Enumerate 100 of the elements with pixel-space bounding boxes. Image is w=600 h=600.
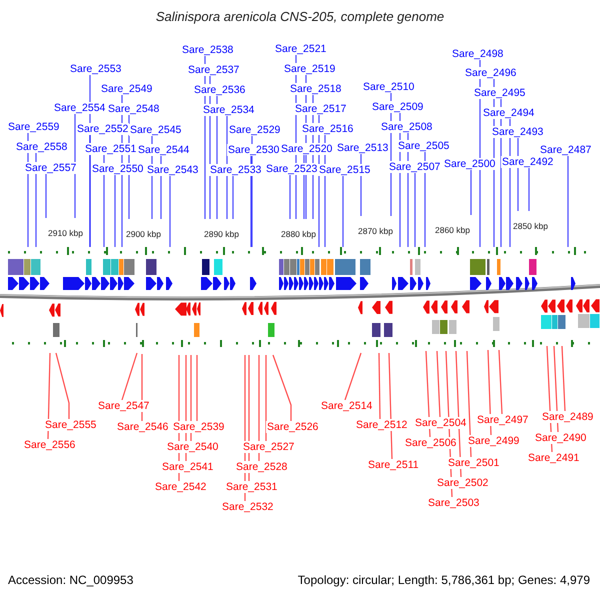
gene-label: Sare_2519 — [283, 63, 336, 75]
scale-label: 2880 kbp — [281, 229, 316, 239]
gene-label: Sare_2530 — [227, 144, 280, 156]
gene-label: Sare_2492 — [501, 156, 554, 168]
gene-label: Sare_2490 — [534, 432, 588, 444]
gene-label: Sare_2552 — [76, 123, 130, 135]
leader-line — [45, 174, 47, 218]
gene-label: Sare_2527 — [242, 441, 296, 453]
leader-line — [425, 350, 431, 438]
leader-line — [378, 353, 381, 420]
leader-line — [436, 350, 441, 418]
gene-label: Sare_2558 — [15, 141, 68, 153]
leader-line — [258, 355, 260, 462]
leader-line — [35, 153, 37, 247]
gene-label: Sare_2517 — [294, 103, 348, 115]
gene-label: Sare_2523 — [265, 163, 318, 175]
leader-line — [74, 114, 76, 218]
leader-line — [121, 352, 138, 401]
leader-line — [103, 155, 105, 247]
gene-label: Sare_2559 — [7, 121, 60, 133]
leader-line — [250, 156, 252, 247]
gene-label: Sare_2549 — [100, 83, 154, 95]
leader-line — [169, 176, 171, 247]
leader-line — [424, 152, 426, 247]
scale-label: 2890 kbp — [204, 229, 239, 239]
gene-label: Sare_2543 — [146, 164, 200, 176]
gene-label: Sare_2507 — [388, 161, 442, 173]
leader-line — [89, 135, 91, 247]
scale-label: 2850 kbp — [513, 221, 548, 231]
leader-line — [190, 355, 192, 442]
gene-label: Sare_2516 — [301, 123, 354, 135]
gene-label: Sare_2515 — [318, 164, 372, 176]
gene-label: Sare_2526 — [266, 421, 320, 433]
gene-label: Sare_2504 — [414, 417, 468, 429]
gene-label: Sare_2538 — [181, 44, 234, 56]
gene-label: Sare_2534 — [202, 104, 256, 116]
leader-line — [114, 175, 116, 247]
gene-label: Sare_2509 — [371, 101, 424, 113]
gene-label: Sare_2529 — [228, 124, 282, 136]
leader-line — [232, 176, 234, 219]
gene-label: Sare_2555 — [44, 419, 98, 431]
gene-label: Sare_2501 — [447, 457, 500, 469]
gene-label: Sare_2528 — [235, 461, 288, 473]
gene-label: Sare_2551 — [84, 143, 138, 155]
gene-label: Sare_2541 — [161, 461, 214, 473]
gene-label: Sare_2491 — [527, 452, 580, 464]
gene-label: Sare_2544 — [137, 144, 190, 156]
scale-label: 2860 kbp — [435, 225, 470, 235]
gene-label: Sare_2556 — [23, 439, 76, 451]
gene-label: Sare_2542 — [154, 481, 208, 493]
leader-line — [55, 352, 70, 420]
gene-label: Sare_2503 — [427, 497, 480, 509]
gene-label: Sare_2508 — [380, 121, 434, 133]
gene-label: Sare_2493 — [491, 126, 544, 138]
gene-label: Sare_2499 — [467, 435, 520, 447]
gene-label: Sare_2505 — [397, 140, 450, 152]
leader-line — [466, 350, 472, 458]
leader-line — [226, 116, 228, 219]
gene-label: Sare_2539 — [172, 421, 226, 433]
gene-label: Sare_2521 — [274, 43, 328, 55]
leader-line — [265, 355, 267, 442]
gene-label: Sare_2496 — [464, 67, 518, 79]
gene-label: Sare_2513 — [336, 142, 390, 154]
gene-label: Sare_2512 — [355, 419, 408, 431]
gene-label: Sare_2511 — [367, 459, 420, 471]
gene-label: Sare_2531 — [225, 481, 278, 493]
gene-label: Sare_2550 — [91, 163, 144, 175]
leader-line — [196, 355, 198, 422]
gene-label: Sare_2537 — [187, 64, 240, 76]
gene-label: Sare_2557 — [24, 162, 78, 174]
gene-label: Sare_2546 — [116, 421, 170, 433]
leader-line — [528, 168, 530, 211]
leader-line — [289, 175, 291, 219]
map-title: Salinispora arenicola CNS-205, complete genome — [154, 9, 446, 24]
leader-line — [388, 352, 393, 460]
scale-label: 2900 kbp — [126, 229, 161, 239]
gene-label: Sare_2514 — [320, 400, 374, 412]
leader-line — [414, 173, 416, 247]
leader-line — [487, 350, 492, 436]
scale-label: 2910 kbp — [48, 228, 83, 238]
gene-label: Sare_2540 — [166, 441, 220, 453]
leader-line — [342, 176, 344, 247]
gene-label: Sare_2502 — [436, 477, 490, 489]
gene-label: Sare_2500 — [443, 158, 496, 170]
gene-label: Sare_2489 — [541, 411, 594, 423]
gene-label: Sare_2510 — [362, 81, 416, 93]
accession-text: Accession: NC_009953 — [8, 573, 134, 587]
leader-line — [344, 352, 362, 401]
genome-info-text: Topology: circular; Length: 5,786,361 bp; Genes: 4,979 — [298, 573, 590, 587]
gene-label: Sare_2506 — [404, 437, 458, 449]
leader-line — [470, 170, 472, 215]
leader-line — [553, 346, 559, 433]
gene-label: Sare_2487 — [539, 144, 592, 156]
leader-line — [47, 352, 51, 440]
gene-label: Sare_2518 — [289, 83, 342, 95]
gene-label: Sare_2545 — [129, 124, 182, 136]
leader-line — [561, 346, 566, 412]
gene-label: Sare_2536 — [193, 84, 246, 96]
gene-label: Sare_2520 — [280, 143, 334, 155]
gene-label: Sare_2532 — [221, 501, 274, 513]
